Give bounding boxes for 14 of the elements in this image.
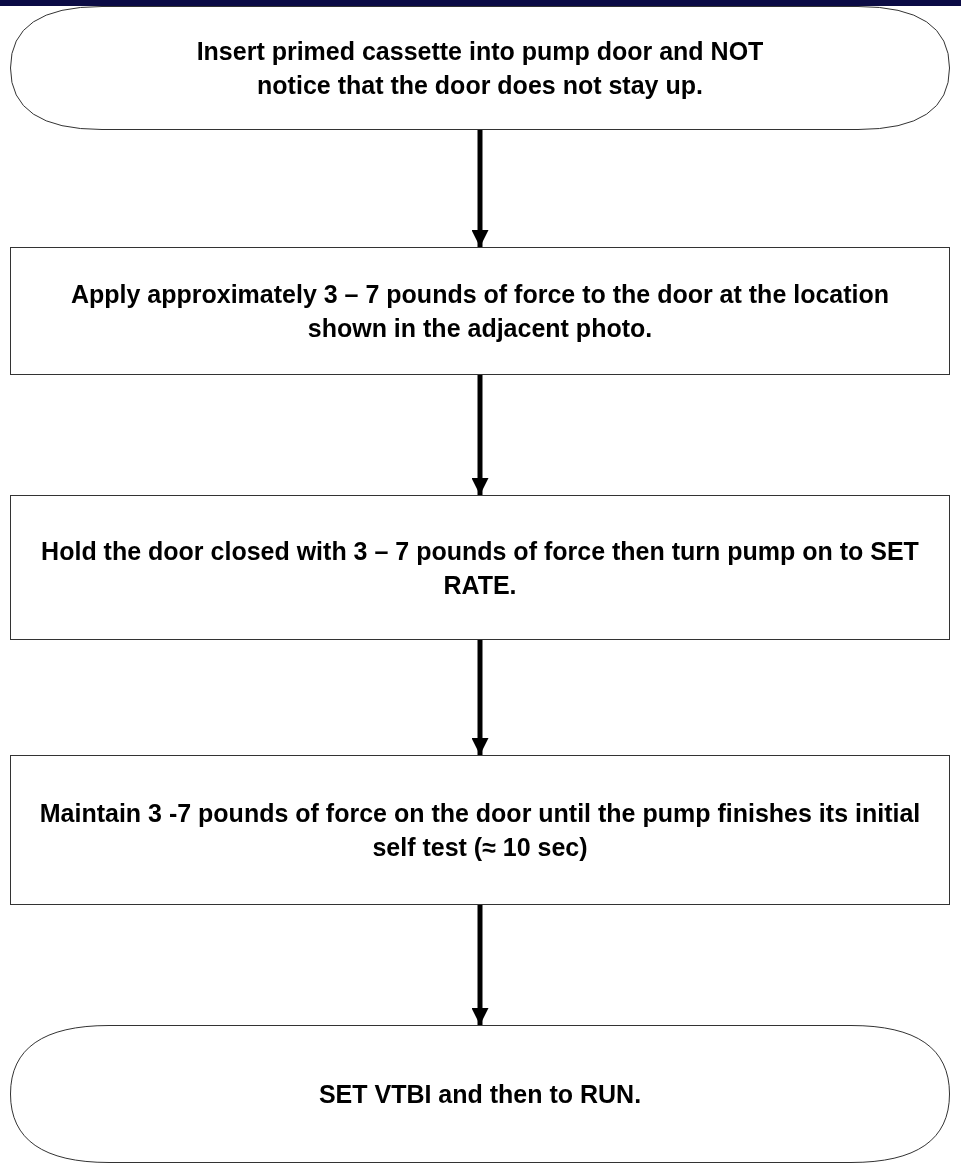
process-box — [10, 247, 950, 375]
process-box — [10, 755, 950, 905]
step-text: Maintain 3 -7 pounds of force on the door until the pump finishes its initial self test (≈ 10 sec) — [38, 798, 922, 863]
arrow — [471, 905, 489, 1025]
step-text: Apply approximately 3 – 7 pounds of force to the door at the location shown in the adjacent photo. — [69, 279, 891, 344]
process-box — [10, 495, 950, 640]
arrow — [471, 375, 489, 495]
step-text: Hold the door closed with 3 – 7 pounds of force then turn pump on to SET RATE. — [40, 535, 920, 601]
arrow — [471, 640, 489, 755]
terminal-shape — [10, 6, 950, 130]
step-text: SET VTBI and then to RUN. — [318, 1079, 642, 1110]
arrow — [471, 130, 489, 247]
terminal-shape — [10, 1025, 950, 1163]
step-text: Insert primed cassette into pump door and NOT notice that the door does not stay up. — [195, 36, 765, 101]
